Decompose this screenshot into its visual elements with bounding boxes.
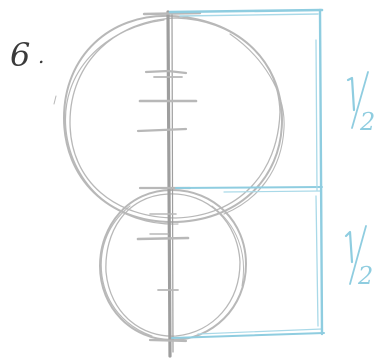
bottom-fraction-denominator: 2	[357, 262, 373, 290]
step-number: 6	[10, 36, 30, 74]
top-fraction-numerator: 1	[346, 107, 347, 109]
top-fraction-denominator: 2	[359, 108, 375, 136]
step-label: 6 .	[10, 36, 44, 74]
proportion-guides	[170, 10, 324, 338]
center-axis	[168, 12, 173, 356]
bottom-half-fraction: 1 2	[344, 226, 373, 290]
bottom-fraction-numerator: 1	[344, 261, 345, 263]
step-dot: .	[38, 44, 44, 68]
top-half-fraction: 1 2	[346, 72, 375, 136]
